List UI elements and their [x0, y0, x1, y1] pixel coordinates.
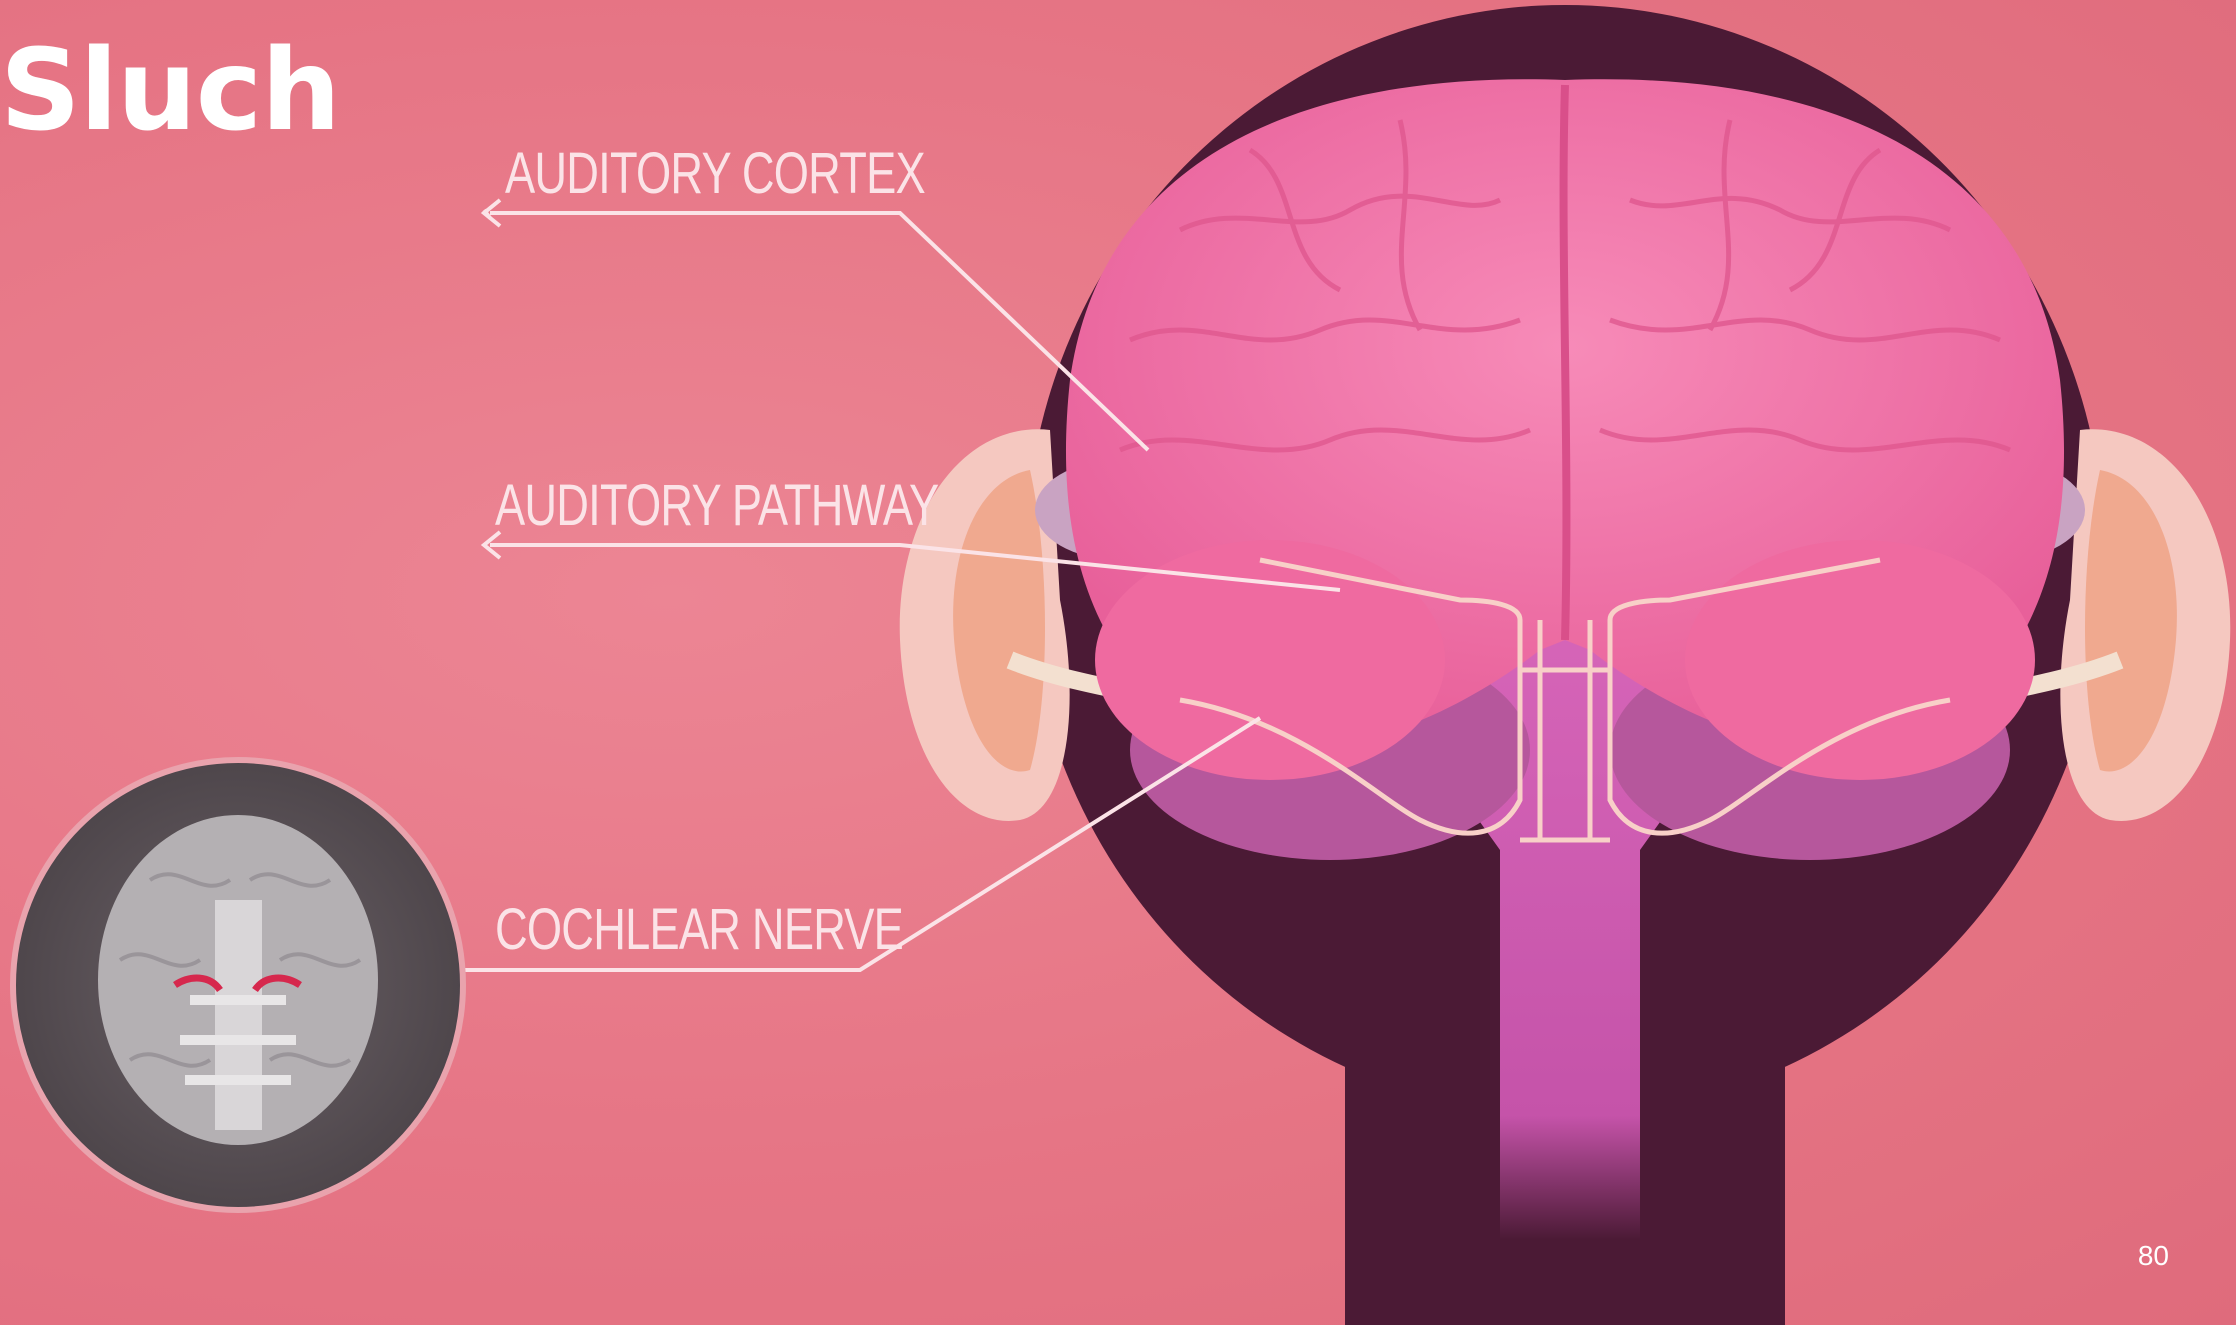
cochlear-nerve-label: COCHLEAR NERVE	[495, 896, 903, 963]
slide-title: Sluch	[0, 30, 340, 153]
auditory-pathway-label: AUDITORY PATHWAY	[495, 472, 938, 539]
inset-brain-base	[13, 760, 463, 1210]
page-number: 80	[2138, 1240, 2169, 1272]
auditory-cortex-label: AUDITORY CORTEX	[505, 140, 925, 207]
